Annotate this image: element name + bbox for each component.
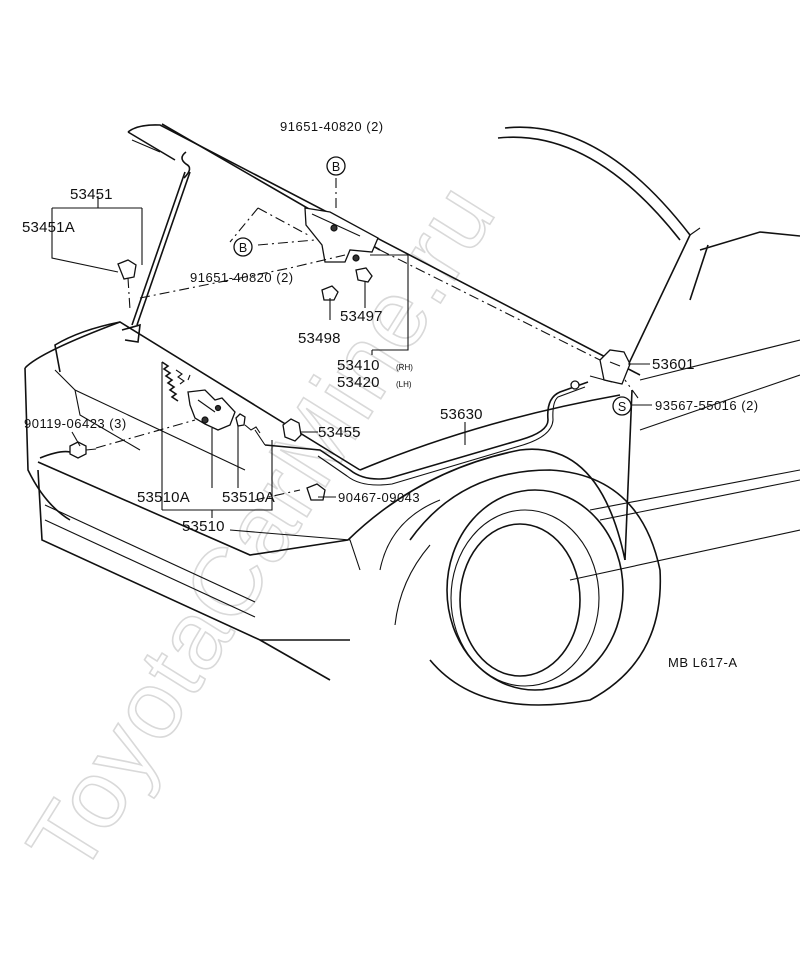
label-bolt-91651-upper: 91651-40820 (2) <box>280 119 384 134</box>
svg-text:B: B <box>332 160 340 174</box>
label-hinge-lh-suffix: (LH) <box>396 380 412 389</box>
circle-mark-s: S <box>612 396 632 416</box>
label-bolt-91651-lower: 91651-40820 (2) <box>190 270 294 285</box>
release-cable <box>254 380 589 486</box>
label-lock-part-53510a-1: 53510A <box>137 489 190 506</box>
svg-text:B: B <box>239 241 247 255</box>
car-body-outline <box>24 126 800 706</box>
label-lock-part-53510a-2: 53510A <box>222 489 275 506</box>
cable-end-fitting <box>570 380 580 390</box>
assembly-reference-lines <box>95 178 639 501</box>
bolt-90119-shape <box>69 441 87 459</box>
label-bolt-90119: 90119-06423 (3) <box>24 416 127 431</box>
circle-mark-b-lower: B <box>233 237 253 257</box>
label-cable-53630: 53630 <box>440 406 483 423</box>
clip-90467-shape <box>306 483 326 501</box>
label-support-rod-53451: 53451 <box>70 186 113 203</box>
support-rod-clip <box>117 259 137 280</box>
label-hinge-53410: 53410 <box>337 357 380 374</box>
label-part-53498: 53498 <box>298 330 341 347</box>
label-clip-90467: 90467-09043 <box>338 490 420 505</box>
part-53497-shape <box>355 267 373 283</box>
hood-support-rod <box>117 151 191 343</box>
part-53498-shape <box>321 285 339 301</box>
part-53455-shape <box>282 418 302 442</box>
callout-leaders <box>51 196 652 518</box>
label-screw-93567: 93567-55016 (2) <box>655 398 759 413</box>
release-lever <box>589 349 631 385</box>
hood-lock-assembly <box>69 361 261 459</box>
label-support-clip-53451a: 53451A <box>22 219 75 236</box>
label-hood-lock-53510: 53510 <box>182 518 225 535</box>
label-hinge-53420: 53420 <box>337 374 380 391</box>
label-part-53497: 53497 <box>340 308 383 325</box>
label-hinge-rh-suffix: (RH) <box>396 363 413 372</box>
circle-mark-b-upper: B <box>326 156 346 176</box>
label-part-53455: 53455 <box>318 424 361 441</box>
svg-text:S: S <box>618 400 626 414</box>
hood-hinge <box>304 207 379 301</box>
figure-code: MB L617-A <box>668 655 738 670</box>
label-lever-53601: 53601 <box>652 356 695 373</box>
